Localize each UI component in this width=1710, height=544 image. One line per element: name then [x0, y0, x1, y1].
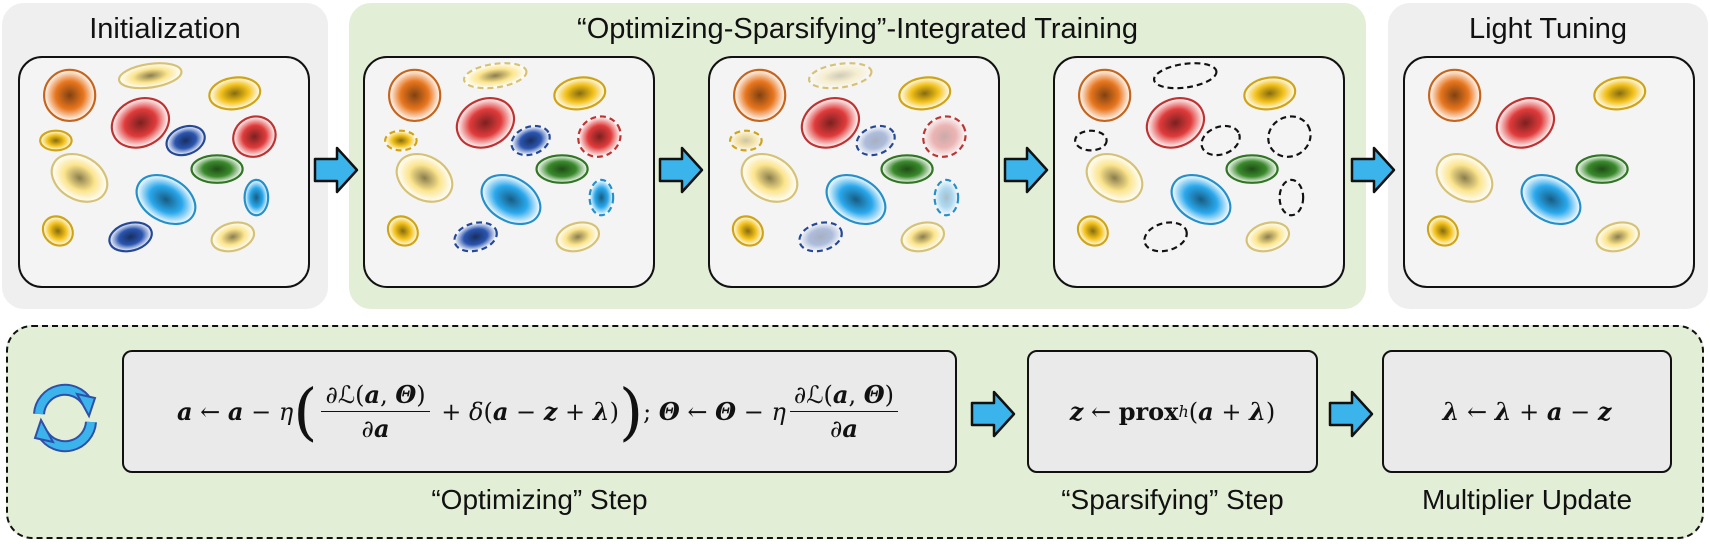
right-arrow-icon [313, 146, 359, 194]
gaussian-ellipse [386, 215, 419, 247]
gaussian-ellipse [1435, 152, 1494, 203]
gaussian-ellipse [110, 97, 171, 149]
gaussian-ellipse [880, 154, 934, 184]
gaussian-ellipse [1074, 129, 1108, 152]
gaussian-ellipse [395, 152, 454, 203]
right-arrow-icon [658, 146, 704, 194]
gaussian-ellipse [1085, 152, 1144, 203]
gaussian-ellipse [1267, 115, 1312, 158]
gaussian-ellipse [453, 221, 498, 253]
optimizing-equation-box: a ← a − η ( ∂ℒ(a, Θ)∂a + δ(a − z + λ) );… [122, 350, 957, 473]
gaussian-ellipse [135, 173, 197, 226]
gaussian-ellipse [933, 178, 960, 217]
gaussian-ellipse [1143, 221, 1188, 253]
gaussian-ellipse [1575, 154, 1629, 184]
gaussian-ellipse [1243, 76, 1297, 111]
integrated-training-title: “Optimizing-Sparsifying”-Integrated Trai… [577, 13, 1138, 45]
right-arrow-icon [1350, 146, 1396, 194]
gaussian-ellipse [1245, 221, 1291, 253]
gaussian-ellipse [462, 62, 528, 90]
gaussian-ellipse [729, 129, 763, 152]
gaussian-ellipse [1170, 173, 1232, 226]
gaussian-ellipse [232, 115, 277, 158]
gaussian-ellipse [898, 76, 952, 111]
gaussian-ellipse [1225, 154, 1279, 184]
gaussian-ellipse [41, 215, 74, 247]
gaussian-ellipse [243, 178, 270, 217]
gaussian-ellipse [855, 124, 896, 157]
gaussian-ellipse [807, 62, 873, 90]
right-arrow-icon [1328, 390, 1374, 438]
gaussian-ellipse [210, 221, 256, 253]
gaussian-ellipse [825, 173, 887, 226]
initialization-title: Initialization [89, 13, 241, 45]
gaussian-ellipse [733, 68, 787, 122]
gaussian-ellipse [190, 154, 244, 184]
gaussian-ellipse [1145, 97, 1206, 149]
gaussian-ellipse [1428, 68, 1482, 122]
gaussian-panel-5 [1403, 56, 1695, 288]
gaussian-ellipse [740, 152, 799, 203]
gaussian-ellipse [800, 97, 861, 149]
gaussian-ellipse [39, 129, 73, 152]
gaussian-ellipse [117, 62, 183, 90]
gaussian-ellipse [1593, 76, 1647, 111]
gaussian-ellipse [1278, 178, 1305, 217]
gaussian-ellipse [555, 221, 601, 253]
gaussian-ellipse [1200, 124, 1241, 157]
gaussian-panel-1 [18, 56, 310, 288]
gaussian-ellipse [1495, 97, 1556, 149]
gaussian-ellipse [384, 129, 418, 152]
light-tuning-title: Light Tuning [1468, 13, 1627, 45]
sparsifying-step-label: “Sparsifying” Step [1061, 484, 1284, 515]
gaussian-ellipse [388, 68, 442, 122]
right-arrow-icon [1003, 146, 1049, 194]
right-arrow-icon [970, 390, 1016, 438]
gaussian-ellipse [43, 68, 97, 122]
gaussian-ellipse [922, 115, 967, 158]
gaussian-panel-4 [1053, 56, 1345, 288]
gaussian-ellipse [1152, 62, 1218, 90]
gaussian-ellipse [535, 154, 589, 184]
multiplier-update-label: Multiplier Update [1421, 484, 1633, 515]
gaussian-ellipse [588, 178, 615, 217]
gaussian-ellipse [1520, 173, 1582, 226]
gaussian-panel-2 [363, 56, 655, 288]
gaussian-ellipse [480, 173, 542, 226]
gaussian-ellipse [1426, 215, 1459, 247]
optimizing-step-label: “Optimizing” Step [431, 484, 648, 515]
gaussian-ellipse [455, 97, 516, 149]
gaussian-ellipse [1078, 68, 1132, 122]
gaussian-ellipse [553, 76, 607, 111]
gaussian-ellipse [510, 124, 551, 157]
refresh-cycle-icon [33, 383, 97, 453]
gaussian-ellipse [1076, 215, 1109, 247]
gaussian-ellipse [50, 152, 109, 203]
gaussian-ellipse [208, 76, 262, 111]
gaussian-ellipse [1595, 221, 1641, 253]
gaussian-ellipse [731, 215, 764, 247]
multiplier-equation-box: λ ← λ + a − z [1382, 350, 1672, 473]
gaussian-ellipse [798, 221, 843, 253]
gaussian-ellipse [900, 221, 946, 253]
gaussian-panel-3 [708, 56, 1000, 288]
gaussian-ellipse [577, 115, 622, 158]
gaussian-ellipse [108, 221, 153, 253]
gaussian-ellipse [165, 124, 206, 157]
